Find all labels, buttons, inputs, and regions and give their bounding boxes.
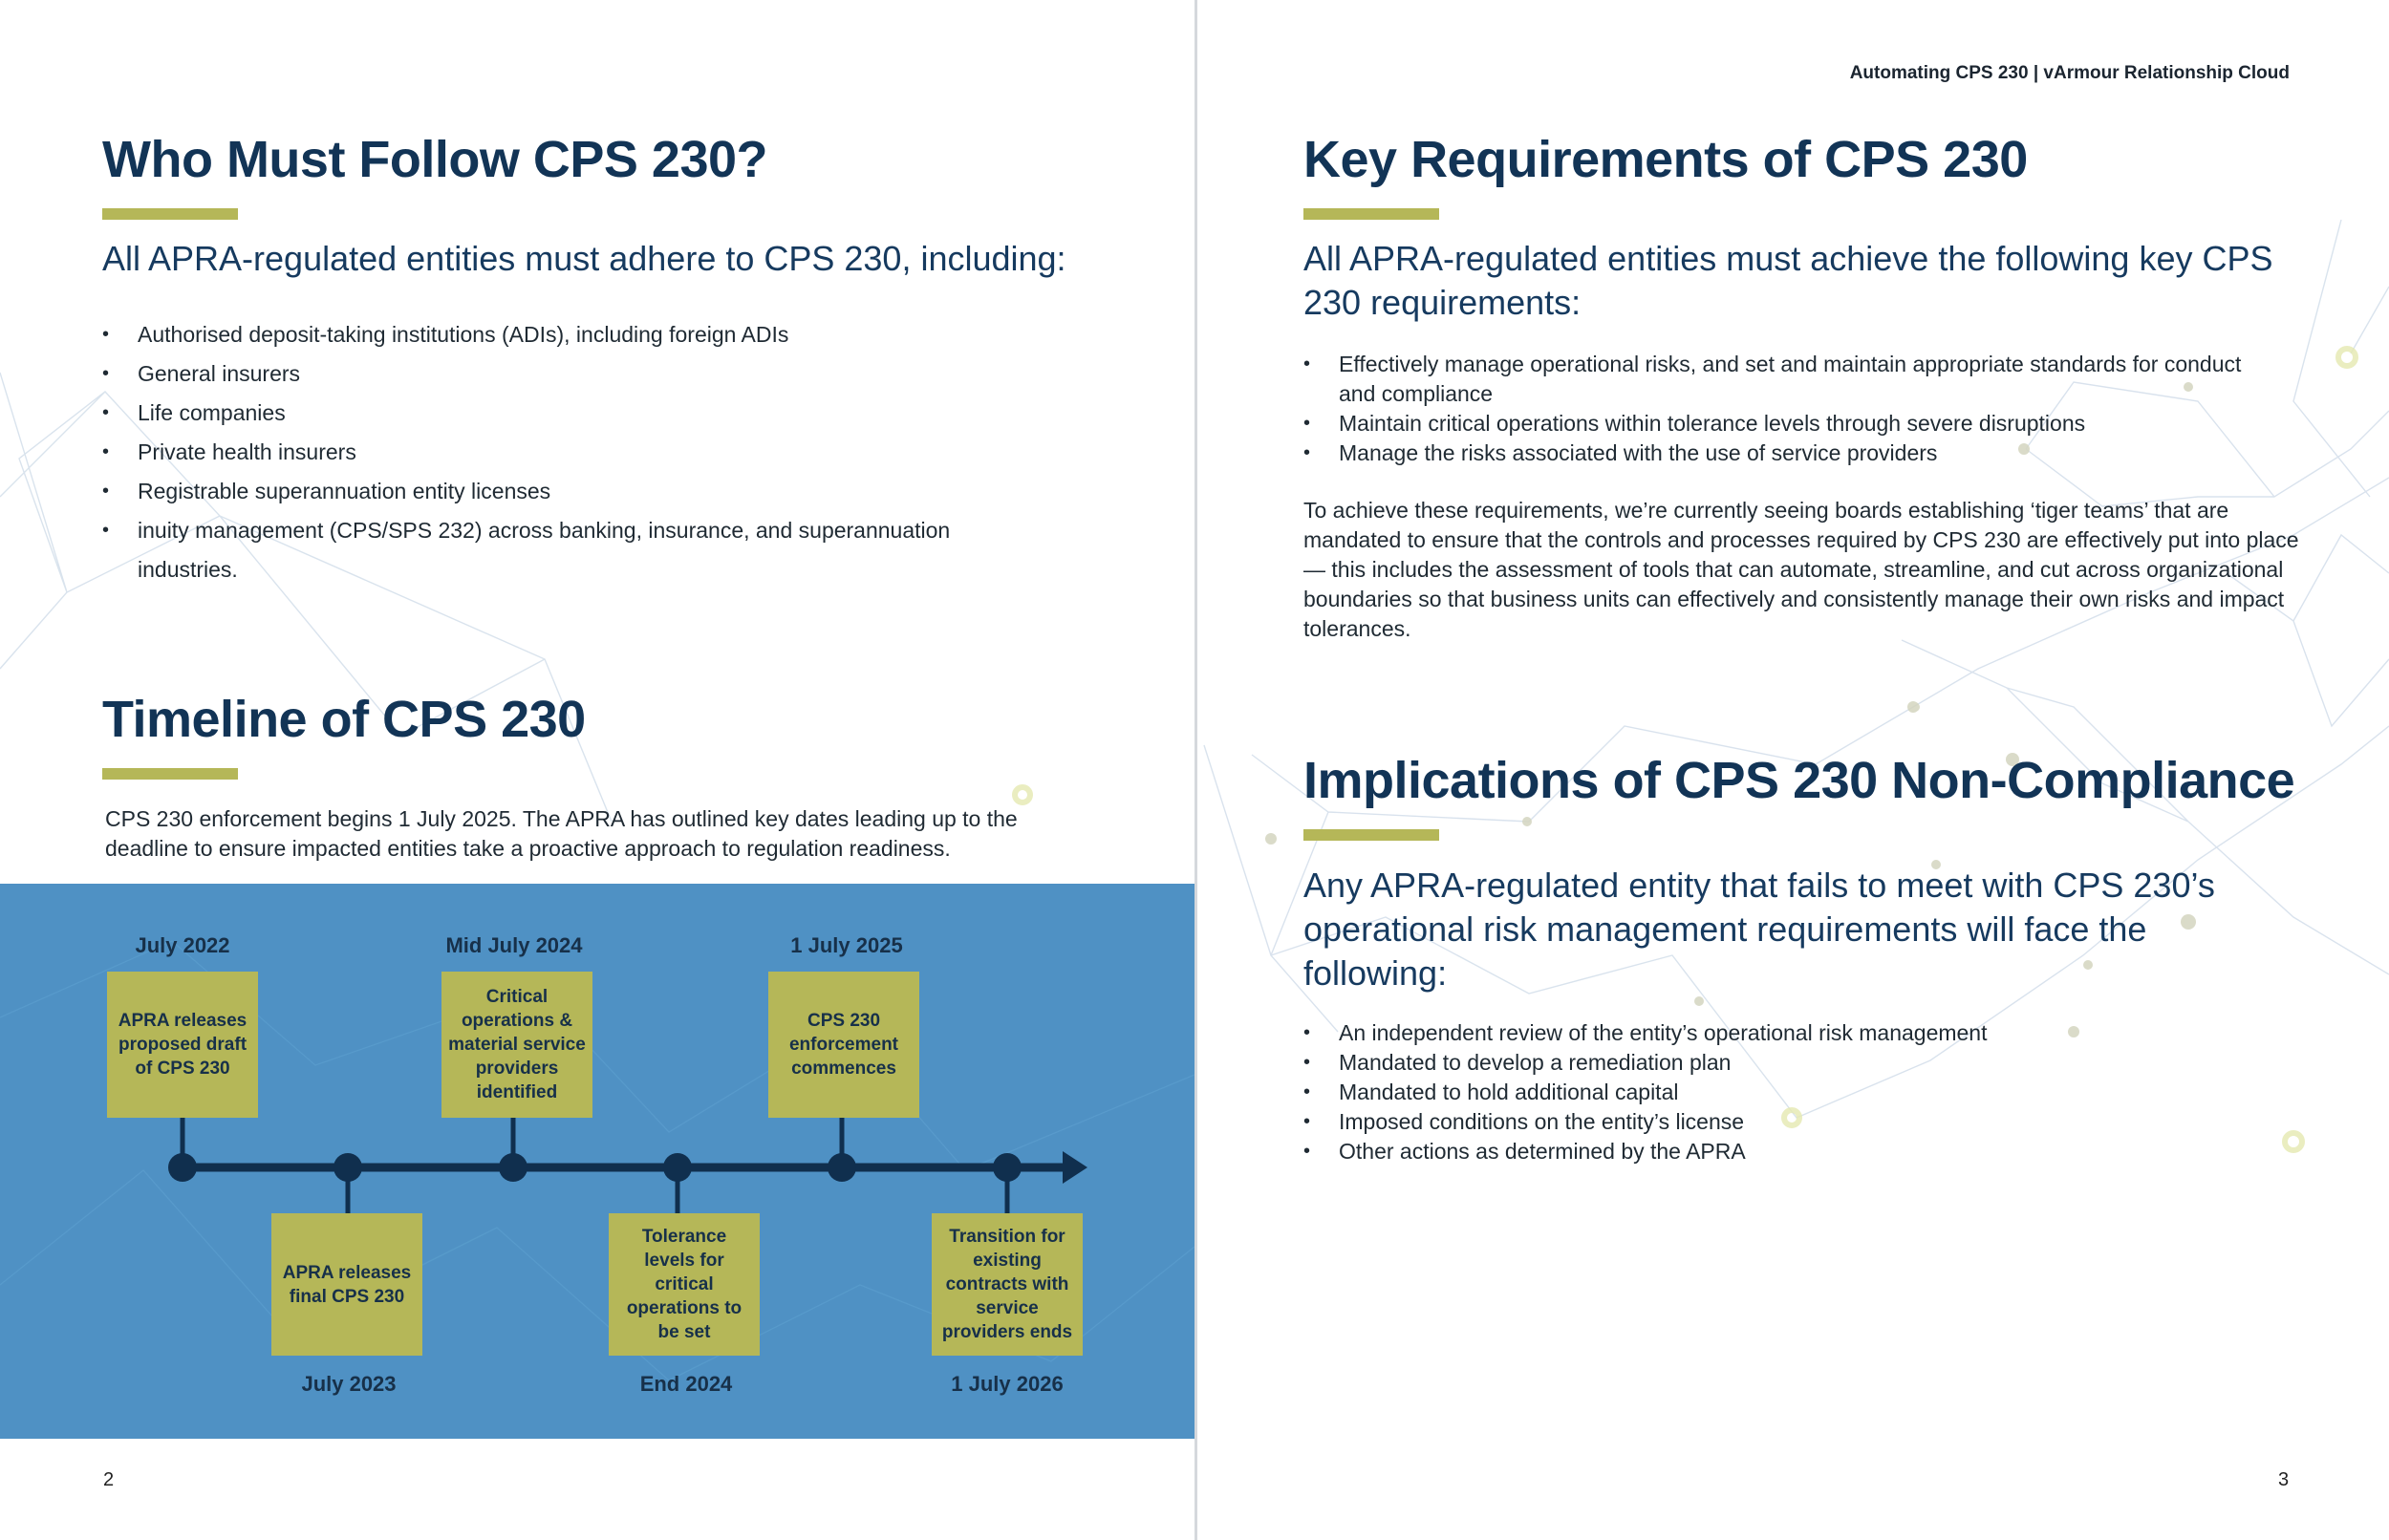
who-must-follow-heading: Who Must Follow CPS 230? (102, 131, 768, 188)
heading-accent-rule (1303, 829, 1439, 841)
timeline-intro: CPS 230 enforcement begins 1 July 2025. … (105, 806, 1018, 861)
key-lead-text: All APRA-regulated entities must achieve… (1303, 239, 2273, 322)
list-item: An independent review of the entity’s op… (1303, 1018, 2297, 1048)
timeline-event-box: APRA releases proposed draft of CPS 230 (107, 972, 258, 1118)
list-item: Private health insurers (102, 433, 1058, 472)
right-page: Automating CPS 230 | vArmour Relationshi… (1197, 0, 2389, 1540)
tiger-teams-paragraph: To achieve these requirements, we’re cur… (1303, 498, 2299, 641)
list-item: Maintain critical operations within tole… (1303, 409, 2297, 438)
timeline-event-box: APRA releases final CPS 230 (271, 1213, 422, 1356)
list-item: Imposed conditions on the entity’s licen… (1303, 1107, 2297, 1137)
page-number-right: 3 (2278, 1469, 2290, 1490)
timeline-date: July 2022 (135, 933, 230, 957)
timeline-date: Mid July 2024 (445, 933, 583, 957)
list-item: Manage the risks associated with the use… (1303, 438, 2297, 468)
list-item: General insurers (102, 354, 1058, 394)
list-item: Authorised deposit-taking institutions (… (102, 315, 1058, 354)
key-requirements-heading: Key Requirements of CPS 230 (1303, 131, 2028, 188)
list-item: Effectively manage operational risks, an… (1303, 350, 2256, 409)
heading-accent-rule (1303, 208, 1439, 220)
timeline-date: July 2023 (301, 1372, 397, 1396)
left-page: Who Must Follow CPS 230? All APRA-regula… (0, 0, 1194, 1540)
timeline-date: End 2024 (639, 1372, 733, 1396)
heading-accent-rule (102, 768, 238, 780)
list-item: Registrable superannuation entity licens… (102, 472, 1058, 511)
key-requirements-list: Effectively manage operational risks, an… (1303, 350, 2297, 468)
implications-list: An independent review of the entity’s op… (1303, 1018, 2297, 1166)
list-item: Other actions as determined by the APRA (1303, 1137, 2297, 1166)
page-number-left: 2 (103, 1469, 115, 1490)
timeline-event-box: CPS 230 enforcement commences (768, 972, 919, 1118)
list-item: Life companies (102, 394, 1058, 433)
list-item: Mandated to develop a remediation plan (1303, 1048, 2297, 1078)
timeline-event-box: Transition for existing contracts with s… (932, 1213, 1083, 1356)
timeline-panel: July 2022 APRA releases proposed draft o… (0, 884, 1194, 1439)
implications-lead-text: Any APRA-regulated entity that fails to … (1303, 866, 2215, 993)
who-list: Authorised deposit-taking institutions (… (102, 315, 1058, 589)
timeline-date: 1 July 2026 (951, 1372, 1064, 1396)
timeline-heading: Timeline of CPS 230 (102, 691, 586, 748)
implications-heading: Implications of CPS 230 Non-Compliance (1303, 752, 2295, 809)
list-item: inuity management (CPS/SPS 232) across b… (102, 511, 1055, 589)
timeline-event-box: Tolerance levels for critical operations… (609, 1213, 760, 1356)
list-item: Mandated to hold additional capital (1303, 1078, 2297, 1107)
timeline-event-box: Critical operations & material service p… (441, 972, 592, 1118)
timeline-date: 1 July 2025 (790, 933, 903, 957)
heading-accent-rule (102, 208, 238, 220)
page-spine (1194, 0, 1197, 1540)
who-lead-text: All APRA-regulated entities must adhere … (102, 239, 1066, 278)
running-header: Automating CPS 230 | vArmour Relationshi… (1849, 63, 2290, 83)
